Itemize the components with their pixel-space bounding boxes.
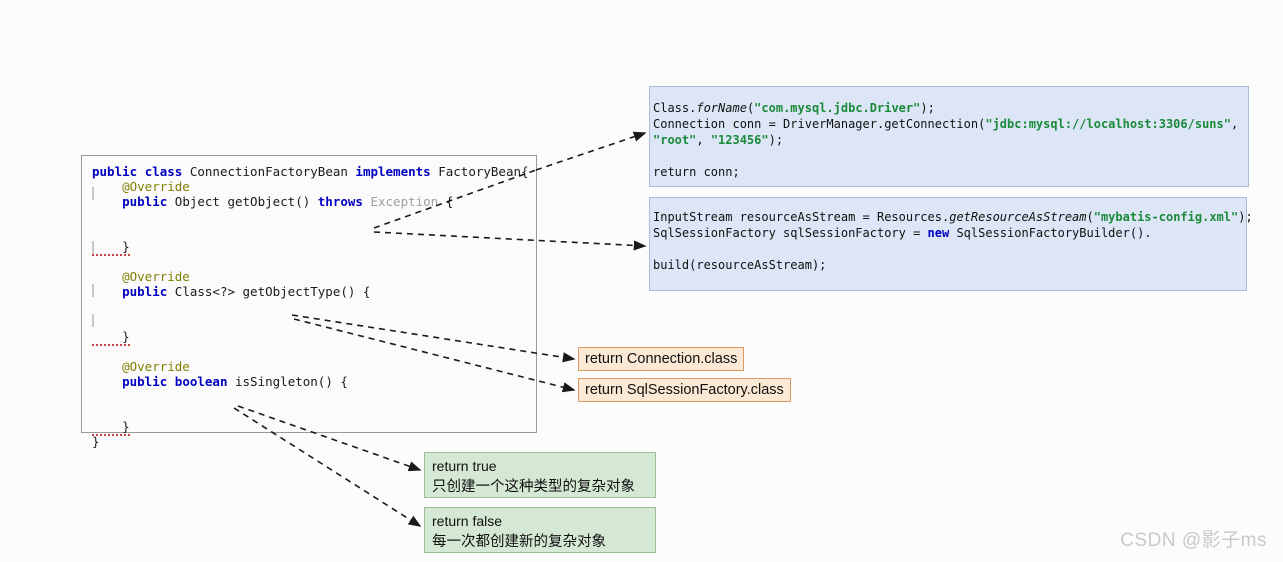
code-line: @Override bbox=[92, 179, 190, 194]
java-source-code: public class ConnectionFactoryBean imple… bbox=[92, 164, 529, 449]
code-line: public boolean isSingleton() { bbox=[122, 374, 348, 389]
code-line: public Class<?> getObjectType() { bbox=[122, 284, 371, 299]
code-line bbox=[653, 241, 1253, 257]
code-line bbox=[92, 209, 529, 224]
code-line: Class.forName("com.mysql.jdbc.Driver"); bbox=[653, 101, 935, 115]
callout-return-true-line2: 只创建一个这种类型的复杂对象 bbox=[432, 479, 635, 495]
callout-return-connection-class: return Connection.class bbox=[578, 347, 745, 371]
gutter-tick bbox=[92, 241, 94, 254]
sqlsession-code-snippet: InputStream resourceAsStream = Resources… bbox=[649, 197, 1253, 291]
code-line bbox=[92, 404, 529, 419]
code-line: Connection conn = DriverManager.getConne… bbox=[653, 117, 1239, 131]
code-line: InputStream resourceAsStream = Resources… bbox=[653, 210, 1253, 224]
code-line: "root", "123456"); bbox=[653, 133, 784, 147]
code-line: @Override bbox=[92, 269, 190, 284]
code-line bbox=[92, 389, 529, 404]
code-line: @Override bbox=[92, 359, 190, 374]
code-line: SqlSessionFactory sqlSessionFactory = ne… bbox=[653, 226, 1152, 240]
code-line: } bbox=[92, 419, 130, 436]
callout-return-sqlsessionfactory-class: return SqlSessionFactory.class bbox=[578, 378, 791, 402]
csdn-watermark: CSDN @影子ms bbox=[1120, 530, 1267, 551]
gutter-tick bbox=[92, 314, 94, 327]
code-line bbox=[92, 254, 529, 269]
code-line bbox=[92, 344, 529, 359]
code-line: } bbox=[92, 434, 100, 449]
arrow-getobject-to-connection bbox=[535, 131, 647, 171]
callout-return-true-line1: return true bbox=[432, 458, 497, 474]
connection-snippet-text: Class.forName("com.mysql.jdbc.Driver"); C… bbox=[653, 100, 1238, 180]
code-line bbox=[92, 314, 529, 329]
code-line: build(resourceAsStream); bbox=[653, 258, 827, 272]
code-line: } bbox=[92, 329, 130, 346]
gutter-tick bbox=[92, 284, 94, 297]
callout-return-false-line1: return false bbox=[432, 513, 503, 529]
code-line: return conn; bbox=[653, 165, 740, 179]
callout-return-false-line2: 每一次都创建新的复杂对象 bbox=[432, 534, 606, 550]
callout-return-true: return true 只创建一个这种类型的复杂对象 bbox=[424, 452, 656, 498]
code-line bbox=[653, 148, 1238, 164]
callout-return-false: return false 每一次都创建新的复杂对象 bbox=[424, 507, 656, 553]
sqlsession-snippet-text: InputStream resourceAsStream = Resources… bbox=[653, 209, 1253, 273]
gutter-tick bbox=[92, 187, 94, 200]
code-line bbox=[92, 224, 529, 239]
java-code-panel: public class ConnectionFactoryBean imple… bbox=[81, 155, 537, 449]
code-line: public class ConnectionFactoryBean imple… bbox=[92, 164, 529, 179]
connection-code-snippet: Class.forName("com.mysql.jdbc.Driver"); C… bbox=[649, 86, 1249, 187]
code-line bbox=[92, 299, 529, 314]
code-line: public Object getObject() throws Excepti… bbox=[122, 194, 454, 209]
code-line: } bbox=[92, 239, 130, 256]
